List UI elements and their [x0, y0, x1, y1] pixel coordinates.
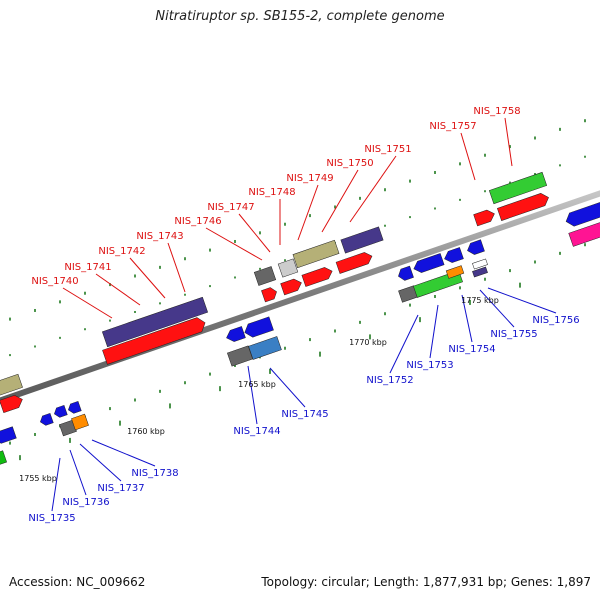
scale-label: 1770 kbp — [349, 338, 387, 347]
gene-label: NIS_1758 — [473, 106, 520, 117]
gene-feature — [244, 316, 274, 338]
leader-line — [95, 273, 141, 306]
gene-features — [0, 171, 600, 466]
leader-line — [389, 314, 419, 374]
gene-label: NIS_1744 — [233, 426, 280, 437]
topology-text: Topology: circular; Length: 1,877,931 bp… — [261, 575, 591, 589]
gene-label: NIS_1753 — [406, 360, 453, 371]
leader-line — [62, 287, 113, 319]
gene-feature — [102, 317, 206, 365]
gene-label: NIS_1742 — [98, 246, 145, 257]
gene-feature — [227, 345, 253, 367]
leader-line — [297, 184, 319, 241]
leader-line — [461, 294, 473, 343]
gene-feature — [277, 258, 299, 278]
gene-feature — [444, 247, 464, 263]
scale-label: 1755 kbp — [19, 474, 57, 483]
gene-feature — [398, 265, 414, 281]
scale-label: 1775 kbp — [461, 296, 499, 305]
label-leader-lines — [51, 117, 557, 512]
leader-line — [460, 132, 476, 181]
gene-label: NIS_1740 — [31, 276, 78, 287]
leader-line — [247, 365, 258, 425]
leader-line — [129, 257, 166, 299]
leader-line — [79, 443, 122, 482]
gene-feature — [101, 296, 209, 348]
gene-label: NIS_1755 — [490, 329, 537, 340]
leader-line — [349, 155, 397, 223]
gene-labels: NIS_1740 NIS_1741 NIS_1742 NIS_1743 NIS_1746… — [28, 106, 579, 524]
leader-line — [321, 169, 359, 233]
gene-feature — [472, 258, 488, 270]
gene-label: NIS_1746 — [174, 216, 221, 227]
gene-feature — [0, 426, 17, 444]
gene-feature — [280, 278, 302, 296]
gene-label: NIS_1738 — [131, 468, 178, 479]
leader-line — [429, 304, 439, 359]
gene-feature — [0, 373, 23, 397]
gene-label: NIS_1737 — [97, 483, 144, 494]
gene-label: NIS_1751 — [364, 144, 411, 155]
gene-label: NIS_1741 — [64, 262, 111, 273]
gene-feature — [335, 252, 373, 274]
gene-feature — [71, 413, 89, 431]
gene-feature — [568, 221, 600, 247]
gene-feature — [248, 336, 282, 360]
leader-line — [238, 213, 271, 253]
scale-label: 1765 kbp — [238, 380, 276, 389]
leader-line — [69, 449, 87, 496]
gene-feature — [292, 239, 340, 269]
leader-line — [269, 367, 306, 408]
gene-feature — [467, 239, 485, 255]
gene-label: NIS_1750 — [326, 158, 373, 169]
leader-line — [487, 287, 557, 314]
gene-feature — [473, 209, 495, 227]
gene-feature — [340, 226, 384, 254]
gene-label: NIS_1736 — [62, 497, 109, 508]
gene-feature — [0, 394, 23, 414]
gene-feature — [445, 265, 465, 279]
scale-label: 1760 kbp — [127, 427, 165, 436]
accession-text: Accession: NC_009662 — [9, 575, 146, 589]
gene-feature — [0, 450, 8, 466]
gene-label: NIS_1735 — [28, 513, 75, 524]
gene-feature — [488, 171, 548, 205]
genome-backbone — [0, 190, 600, 404]
gene-label: NIS_1743 — [136, 231, 183, 242]
gene-feature — [413, 253, 445, 273]
gene-label: NIS_1757 — [429, 121, 476, 132]
gene-label: NIS_1748 — [248, 187, 295, 198]
leader-line — [504, 117, 513, 167]
leader-line — [91, 439, 156, 467]
gene-feature — [301, 267, 333, 287]
gene-feature — [226, 326, 246, 342]
gene-feature — [253, 266, 277, 286]
gene-feature — [496, 193, 549, 221]
gene-label: NIS_1752 — [366, 375, 413, 386]
gene-label: NIS_1745 — [281, 409, 328, 420]
gene-feature — [59, 419, 77, 437]
gene-feature — [565, 201, 600, 227]
gene-feature — [54, 404, 68, 418]
gene-label: NIS_1749 — [286, 173, 333, 184]
map-title: Nitratiruptor sp. SB155-2, complete geno… — [155, 9, 445, 24]
gene-feature — [261, 287, 277, 303]
gene-label: NIS_1754 — [448, 344, 495, 355]
gene-feature — [68, 400, 82, 414]
gene-feature — [40, 412, 54, 426]
leader-line — [51, 457, 61, 512]
leader-line — [167, 242, 186, 293]
gene-label: NIS_1756 — [532, 315, 579, 326]
gene-feature — [472, 266, 488, 278]
gene-label: NIS_1747 — [207, 202, 254, 213]
leader-line — [479, 289, 515, 328]
scale-labels: 1755 kbp 1760 kbp 1765 kbp 1770 kbp 1775 kbp — [19, 296, 499, 483]
leader-line — [205, 227, 263, 261]
